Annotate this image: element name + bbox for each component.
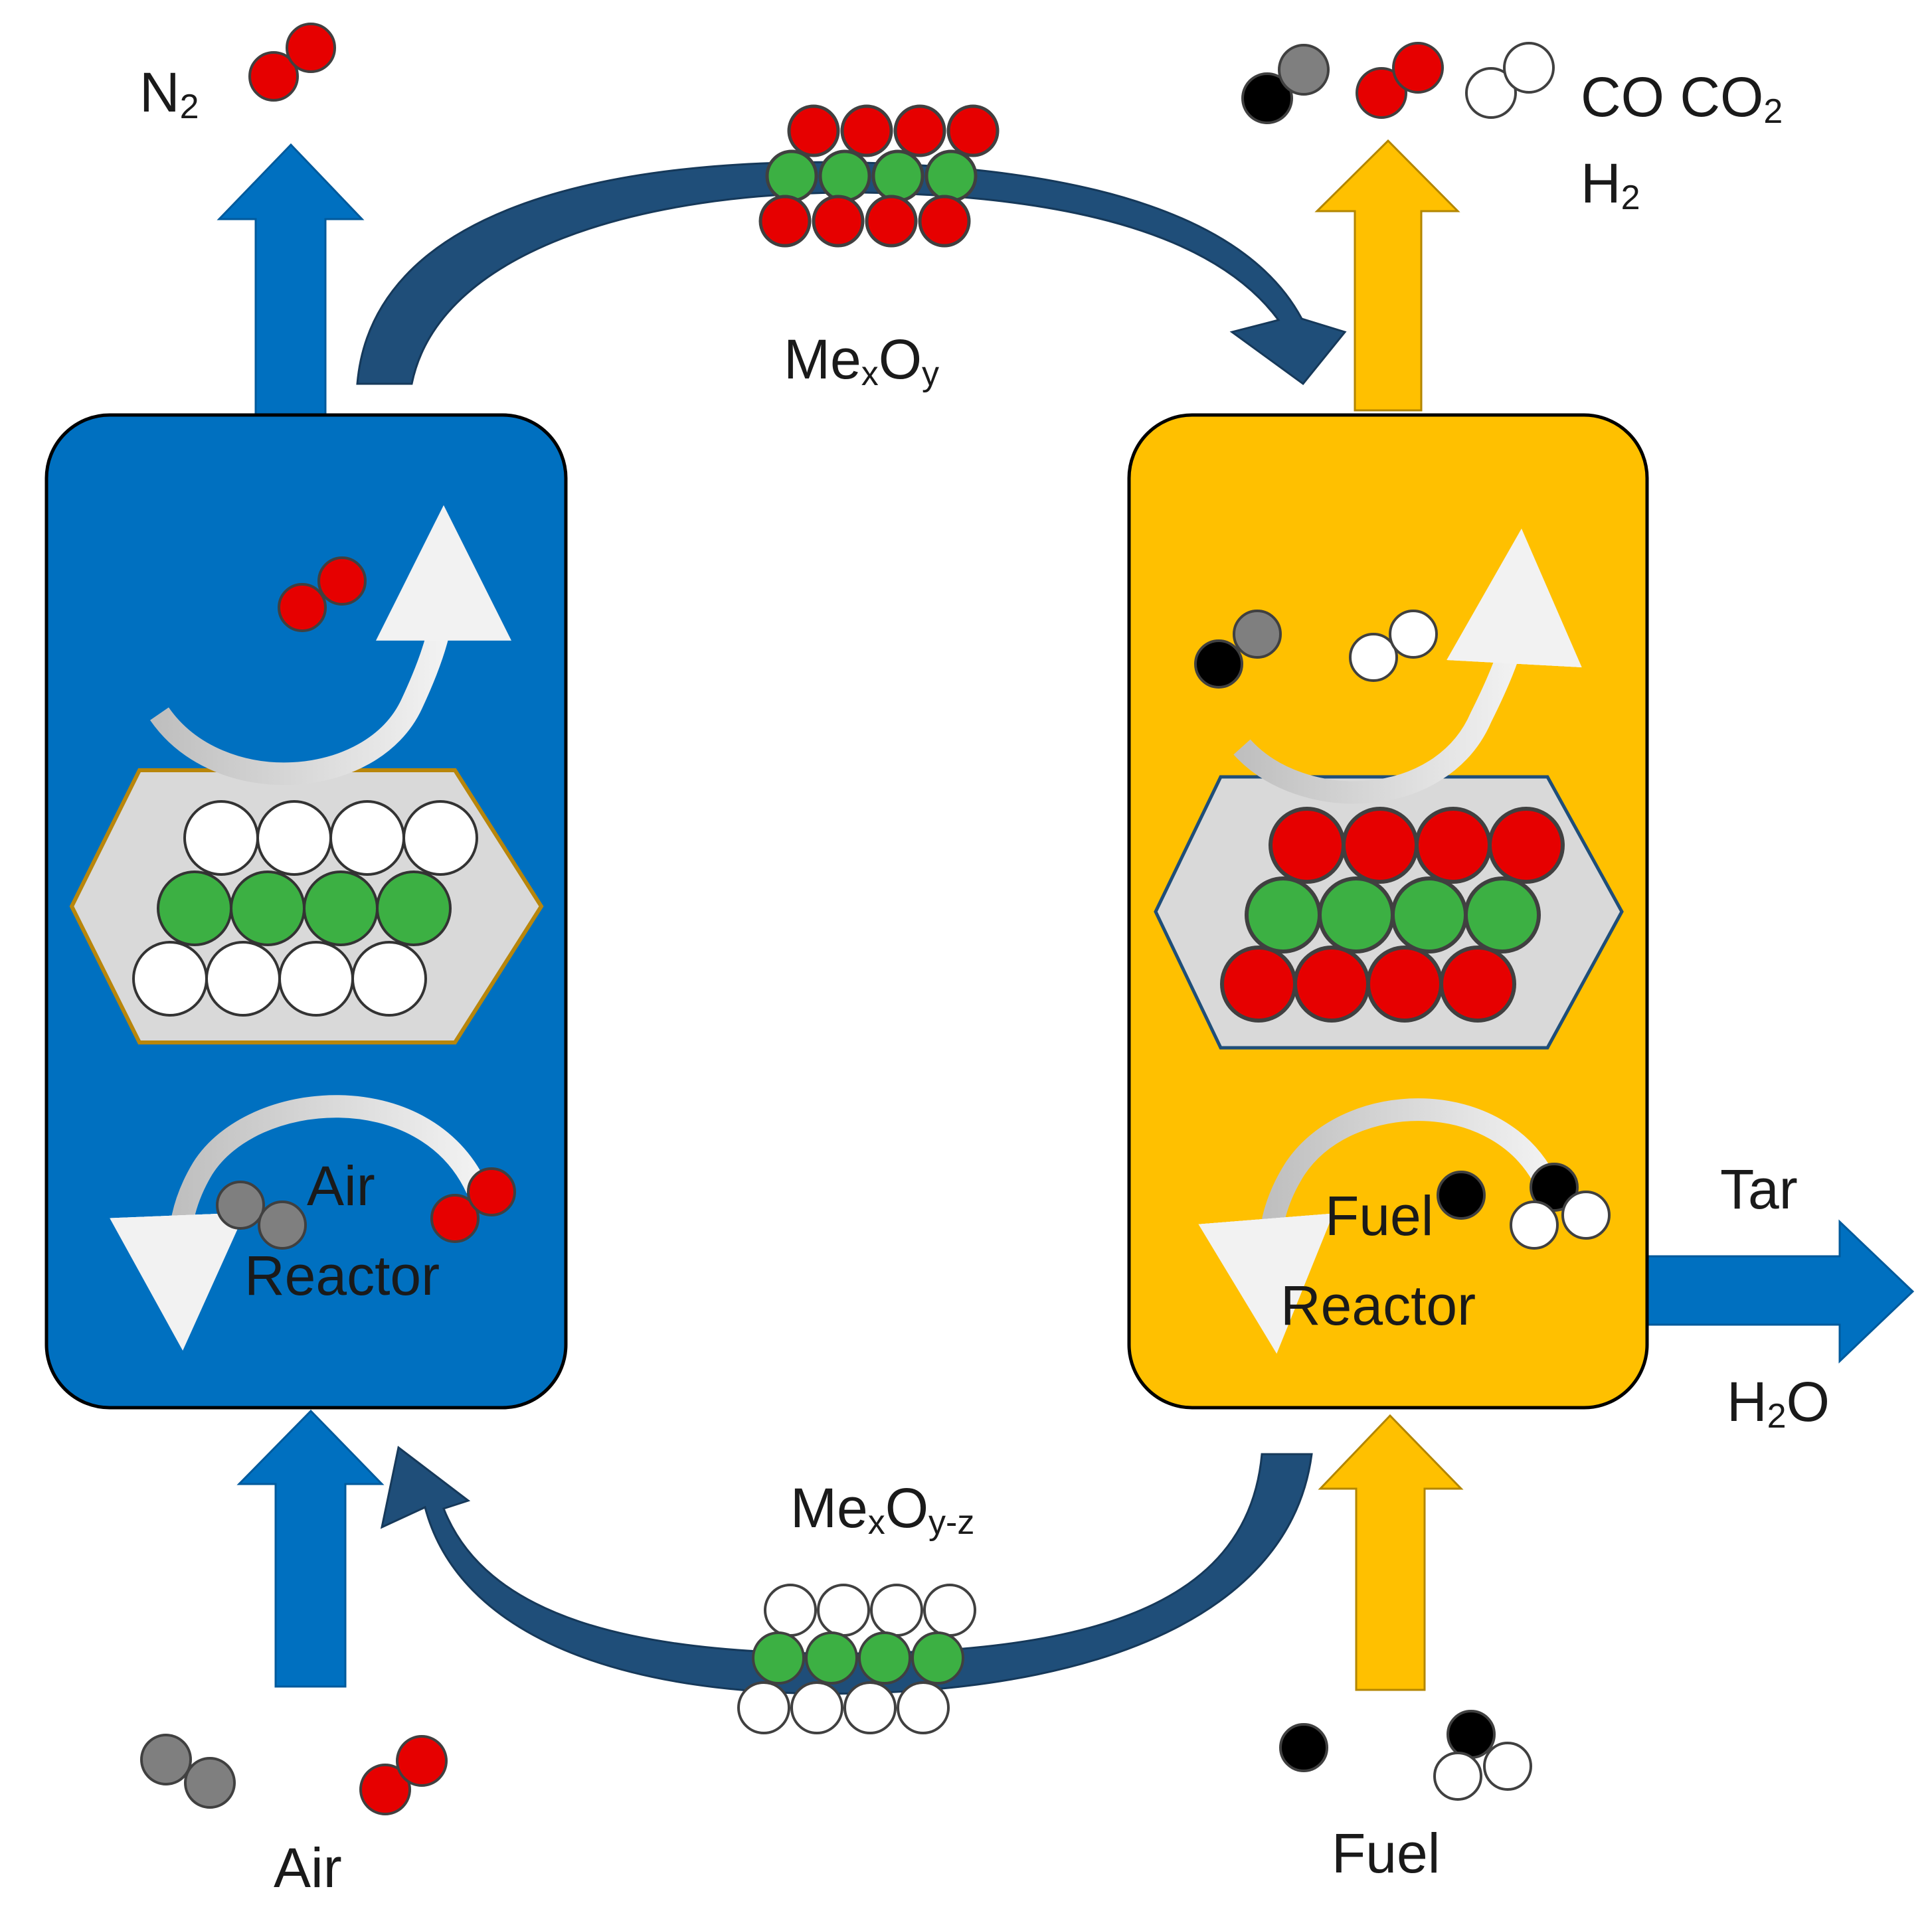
- o2-molecule-air-input: [359, 1735, 448, 1815]
- air-reactor-upper-swirl-arrow: [150, 505, 511, 786]
- mexoy-label: MexOy: [784, 328, 939, 393]
- oxidized-carrier-loop-arrow: [356, 161, 1347, 386]
- h2o-label: H2O: [1727, 1370, 1830, 1436]
- n2-outlet-arrow: [217, 143, 365, 420]
- n2-molecule-air-input: [140, 1734, 236, 1809]
- h2-label: H2: [1581, 152, 1640, 217]
- air-reactor-label-line2: Reactor: [244, 1244, 440, 1307]
- n2-molecule-air-reactor: [216, 1181, 307, 1250]
- air-input-label: Air: [274, 1837, 342, 1899]
- air-reactor-label-line1: Air: [307, 1155, 375, 1217]
- o2-molecule-top-left: [248, 23, 336, 102]
- mexoy-z-label: MexOy-z: [790, 1477, 974, 1542]
- air-reactor-lower-swirl-arrow: [110, 1095, 487, 1351]
- fuel-reactor-lattice: [1220, 807, 1565, 1023]
- fuel-reactor-lower-swirl-arrow: [1198, 1098, 1558, 1354]
- co-molecule-top: [1241, 44, 1330, 124]
- fuel-products-outlet-arrow: [1314, 139, 1460, 412]
- co-molecule-fuel-reactor: [1194, 610, 1282, 689]
- h2o-molecule-fuel-input: [1433, 1710, 1532, 1801]
- co-co2-label: CO CO2: [1581, 66, 1783, 131]
- co2-molecule-top: [1356, 42, 1444, 119]
- tar-label: Tar: [1720, 1158, 1798, 1220]
- o2-molecule-air-reactor-upper: [278, 556, 367, 632]
- h2o-molecule-fuel-reactor: [1510, 1163, 1611, 1250]
- carbon-atom-fuel-input: [1279, 1723, 1328, 1772]
- fuel-reactor-upper-swirl-arrow: [1233, 528, 1582, 804]
- air-inlet-arrow: [236, 1409, 385, 1688]
- fuel-reactor-label-line2: Reactor: [1280, 1274, 1476, 1337]
- fuel-inlet-arrow: [1318, 1414, 1464, 1691]
- h2-molecule-top: [1465, 42, 1555, 119]
- tar-h2o-outlet-arrow: [1642, 1219, 1915, 1364]
- fuel-input-label: Fuel: [1332, 1822, 1440, 1884]
- fuel-reactor-label-line1: Fuel: [1325, 1185, 1433, 1247]
- oxidized-carrier-particle: [758, 104, 1000, 248]
- h2-molecule-fuel-reactor: [1349, 610, 1438, 682]
- reduced-carrier-loop-arrow: [380, 1446, 1313, 1695]
- o2-molecule-air-reactor-lower: [430, 1167, 516, 1243]
- air-reactor-lattice: [132, 800, 478, 1017]
- n2-label: N2: [139, 61, 199, 126]
- reduced-carrier-particle: [737, 1584, 976, 1734]
- carbon-atom-fuel-reactor: [1437, 1171, 1486, 1220]
